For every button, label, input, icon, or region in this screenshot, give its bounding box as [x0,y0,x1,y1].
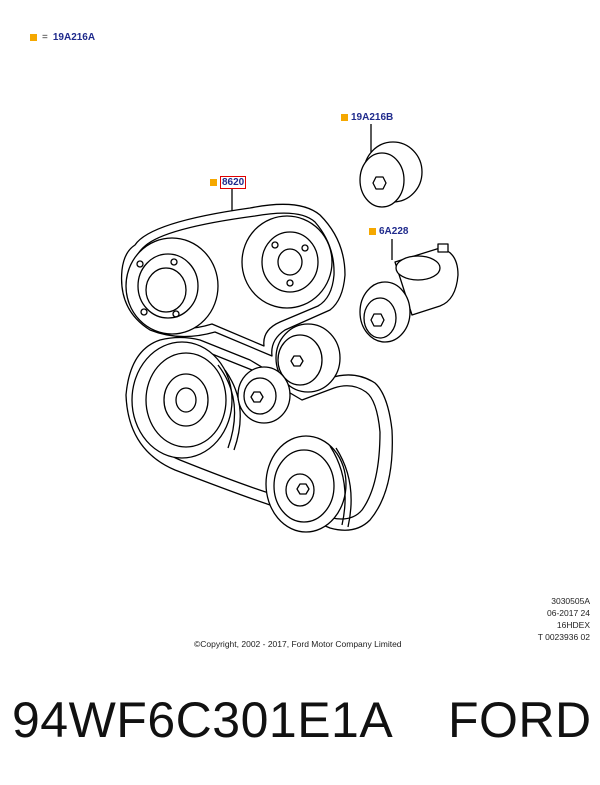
part-number-title: 94WF6C301E1A FORD [12,692,592,748]
belt-drive-diagram [120,124,459,533]
reference-line-2: 06-2017 24 [546,608,590,618]
pulley-idler-small [237,366,291,424]
reference-line-4: T 0023936 02 [537,632,590,642]
legend-equals: = [42,31,48,43]
callout-6a228-label[interactable]: 6A228 [379,226,409,237]
pulley-idler-middle [275,323,341,393]
square-marker-icon [341,114,348,121]
pulley-crankshaft [131,341,233,459]
square-marker-icon [369,228,376,235]
reference-line-1: 3030505A [551,596,590,606]
reference-line-3: 16HDEX [556,620,590,630]
pulley-left-upper [125,237,219,335]
pulley-right-upper [241,215,333,309]
legend: = 19A216A [30,31,95,43]
pulley-19a216b [359,152,405,208]
callout-19a216b[interactable]: 19A216B [341,112,393,123]
legend-code[interactable]: 19A216A [52,31,96,43]
callout-6a228[interactable]: 6A228 [369,226,408,237]
tensioner-pulley [359,281,411,343]
square-marker-icon [30,33,37,41]
copyright-notice: ©Copyright, 2002 - 2017, Ford Motor Comp… [194,639,402,649]
callout-19a216b-label[interactable]: 19A216B [351,112,394,123]
callout-8620[interactable]: 8620 [210,176,247,189]
reference-block: 3030505A 06-2017 24 16HDEX T 0023936 02 [538,595,590,643]
square-marker-icon [210,179,217,186]
callout-8620-label[interactable]: 8620 [220,176,247,189]
